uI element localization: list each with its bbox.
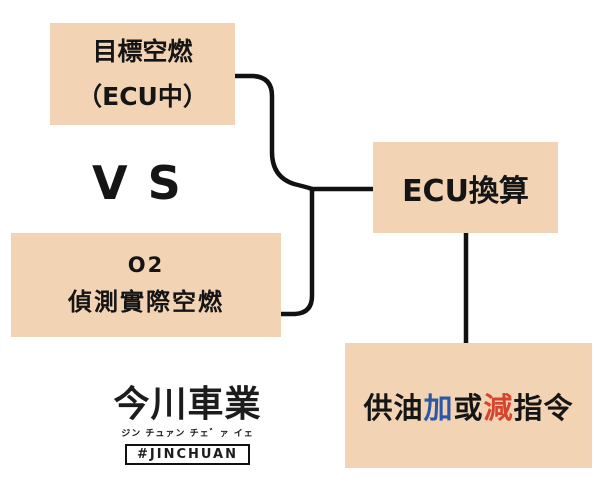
- connector-o2-to-junction: [276, 186, 315, 317]
- fuel-command-suffix: 指令: [513, 390, 574, 425]
- fuel-command-increase: 加: [423, 390, 454, 425]
- ecu-conversion-label: ECU換算: [402, 173, 529, 209]
- connector-target-to-junction: [230, 73, 315, 192]
- logo-hashtag-badge: #JINCHUAN: [125, 444, 250, 466]
- fuel-command-middle: 或: [453, 390, 484, 425]
- logo-brand-name: 今川車業: [113, 383, 262, 425]
- fuel-command-box: 供油加或減指令: [345, 343, 592, 468]
- fuel-command-label: 供油加或減指令: [363, 385, 573, 427]
- target-afr-box: 目標空燃 （ECU中）: [50, 23, 235, 125]
- target-afr-line1: 目標空燃: [92, 37, 193, 66]
- o2-box-line1: O2: [127, 253, 165, 277]
- o2-sensor-box: O2 偵測實際空燃: [11, 233, 281, 337]
- target-afr-line2: （ECU中）: [77, 82, 208, 111]
- vs-label: VS: [92, 156, 201, 210]
- o2-box-line2: 偵測實際空燃: [68, 287, 224, 316]
- fuel-command-prefix: 供油: [363, 390, 424, 425]
- ecu-conversion-box: ECU換算: [373, 142, 558, 233]
- fuel-command-decrease: 減: [483, 390, 514, 425]
- logo-katakana-reading: ジン チュァン チェ゛ァ イェ: [121, 429, 254, 440]
- jinchuan-logo: 今川車業 ジン チュァン チェ゛ァ イェ #JINCHUAN: [100, 383, 275, 466]
